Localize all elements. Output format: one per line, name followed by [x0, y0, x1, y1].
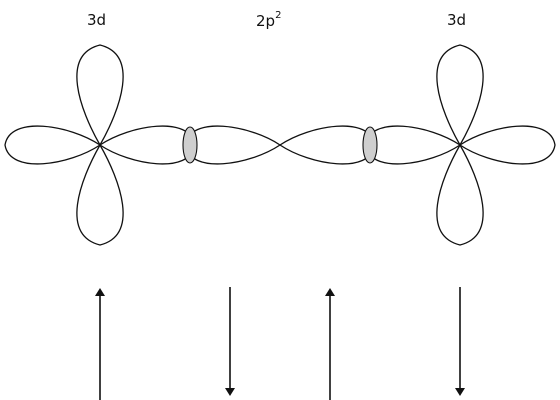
right-3d-lobe-left [364, 125, 462, 165]
middle-orbital-label: 2p2 [256, 10, 282, 30]
left-3d-lobe-bottom [76, 143, 124, 246]
left-overlap-region [182, 126, 198, 164]
left-orbital-label: 3d [87, 11, 107, 29]
right-3d-orbital [364, 44, 556, 246]
right-overlap-region [362, 126, 378, 164]
right-3d-lobe-bottom [436, 143, 484, 246]
left-3d-lobe-top [76, 44, 124, 147]
middle-orbital-label-base: 2p [256, 12, 276, 30]
2p-lobe-left [184, 125, 282, 165]
middle-orbital-label-superscript: 2 [275, 10, 282, 21]
left-3d-lobe-left [4, 125, 102, 165]
left-3d-orbital [4, 44, 196, 246]
left-3d-lobe-right [98, 125, 196, 165]
central-2p-orbital [184, 125, 376, 165]
right-3d-lobe-right [458, 125, 556, 165]
2p-lobe-right [278, 125, 376, 165]
right-orbital-label: 3d [447, 11, 467, 29]
right-3d-lobe-top [436, 44, 484, 147]
